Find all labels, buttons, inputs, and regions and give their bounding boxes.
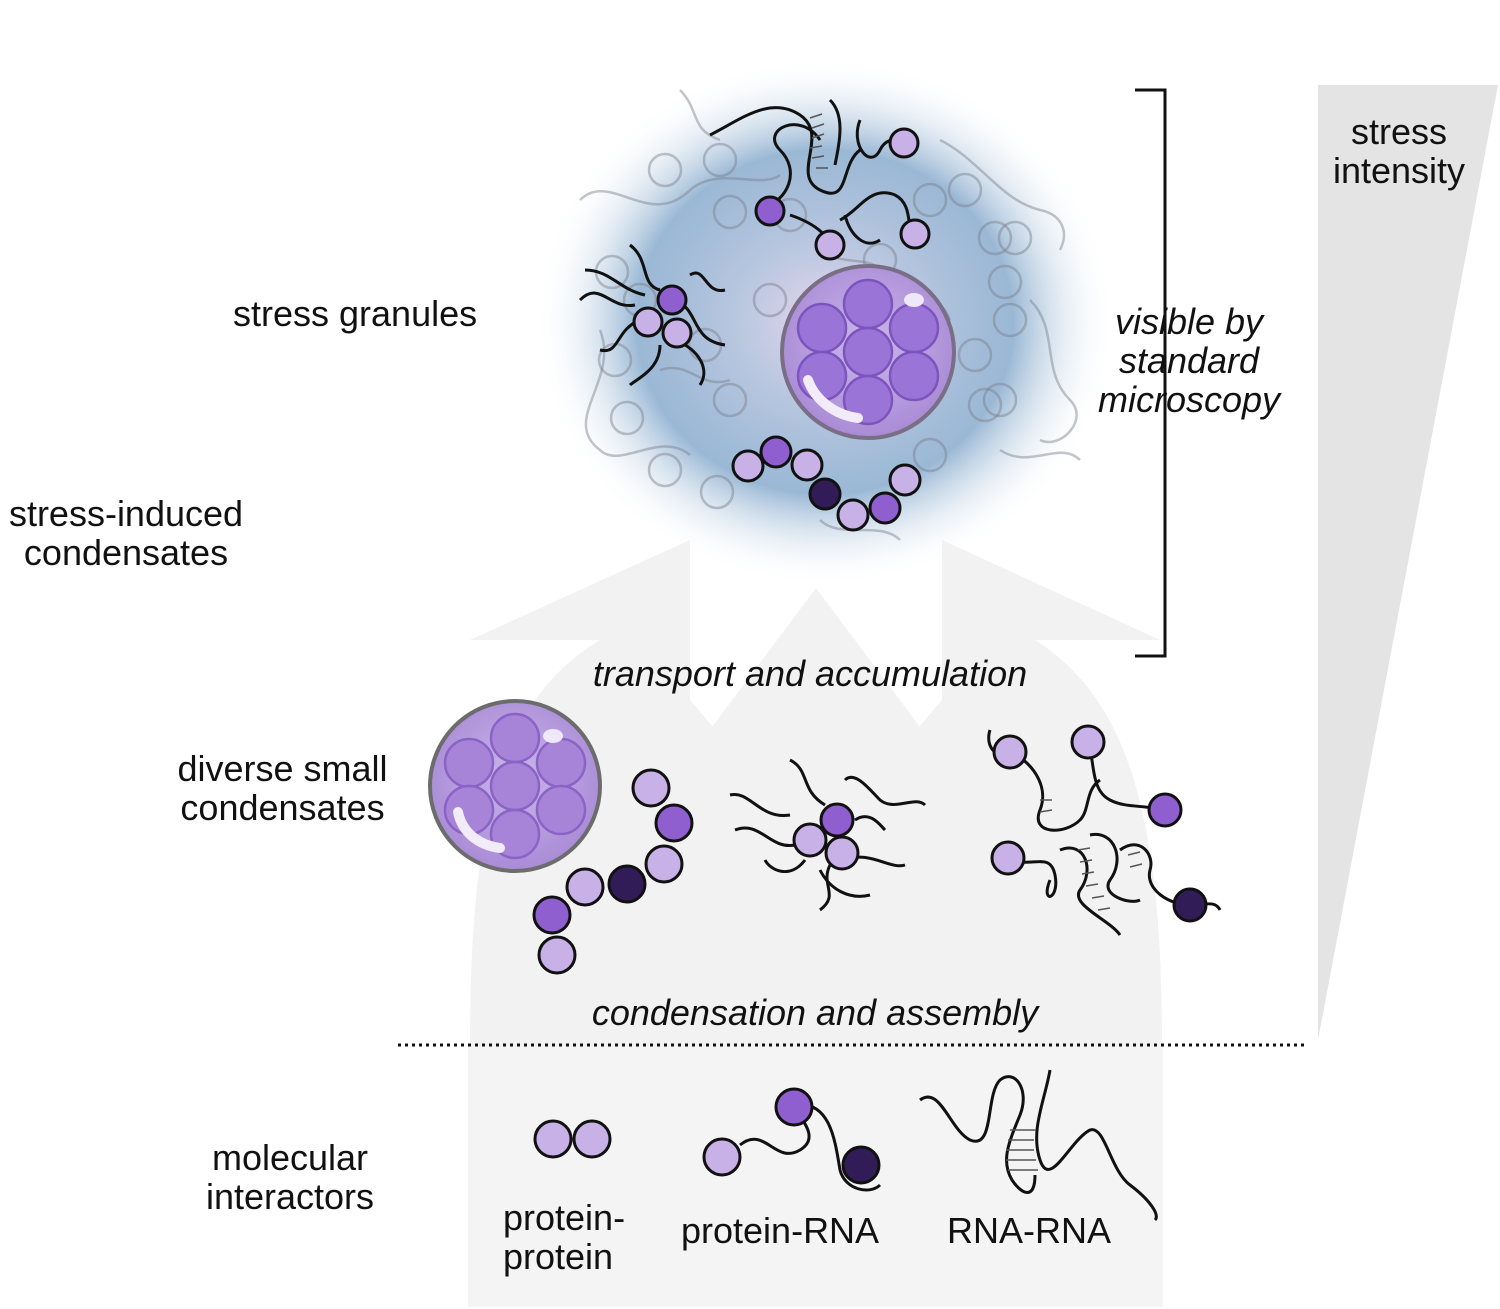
protein-protein-label-line2: protein xyxy=(503,1236,614,1277)
visible-by-label-line1: visible by xyxy=(1114,301,1264,342)
granule-cluster-proteins xyxy=(754,127,931,261)
small-protein-rna-cluster xyxy=(729,758,927,912)
transport-label: transport and accumulation xyxy=(592,653,1028,694)
granule-protein-chain xyxy=(731,435,922,532)
protein-protein-label-line1: protein- xyxy=(503,1197,626,1238)
granule-background-molecules xyxy=(579,89,1081,541)
stress-intensity-wedge xyxy=(1318,85,1498,1040)
assembly-arrows xyxy=(468,540,1163,1307)
stress-induced-label-line1: stress-induced xyxy=(8,493,244,534)
small-condensate-droplet xyxy=(428,699,602,873)
small-protein-chain xyxy=(532,768,694,975)
granule-protein-rna-cluster xyxy=(578,243,726,387)
rna-rna-icon xyxy=(919,1069,1158,1222)
protein-rna-label: protein-RNA xyxy=(681,1210,880,1251)
visible-by-label-line3: microscopy xyxy=(1097,379,1281,420)
microscopy-bracket xyxy=(1135,88,1167,658)
molecular-interactors-label-line1: molecular xyxy=(211,1137,369,1178)
stress-induced-label-line2: condensates xyxy=(23,532,229,573)
diverse-small-label-line2: condensates xyxy=(180,787,385,828)
central-arrow xyxy=(470,540,1162,1045)
stress-granules-label: stress granules xyxy=(233,293,478,334)
protein-protein-icon xyxy=(533,1119,612,1159)
stress-intensity-label-line2: intensity xyxy=(1332,150,1466,191)
granule-rna-basepairs xyxy=(809,113,828,169)
visible-by-label-line2: standard xyxy=(1118,340,1260,381)
diverse-small-label-line1: diverse small xyxy=(177,748,388,789)
condensation-label: condensation and assembly xyxy=(591,992,1039,1033)
protein-rna-icon xyxy=(702,1087,882,1192)
molecular-interactors-label-line2: interactors xyxy=(205,1176,375,1217)
granule-droplet xyxy=(780,264,956,440)
rna-rna-label: RNA-RNA xyxy=(947,1210,1112,1251)
small-rna-cluster xyxy=(987,724,1222,936)
stress-intensity-label-line1: stress xyxy=(1350,111,1447,152)
